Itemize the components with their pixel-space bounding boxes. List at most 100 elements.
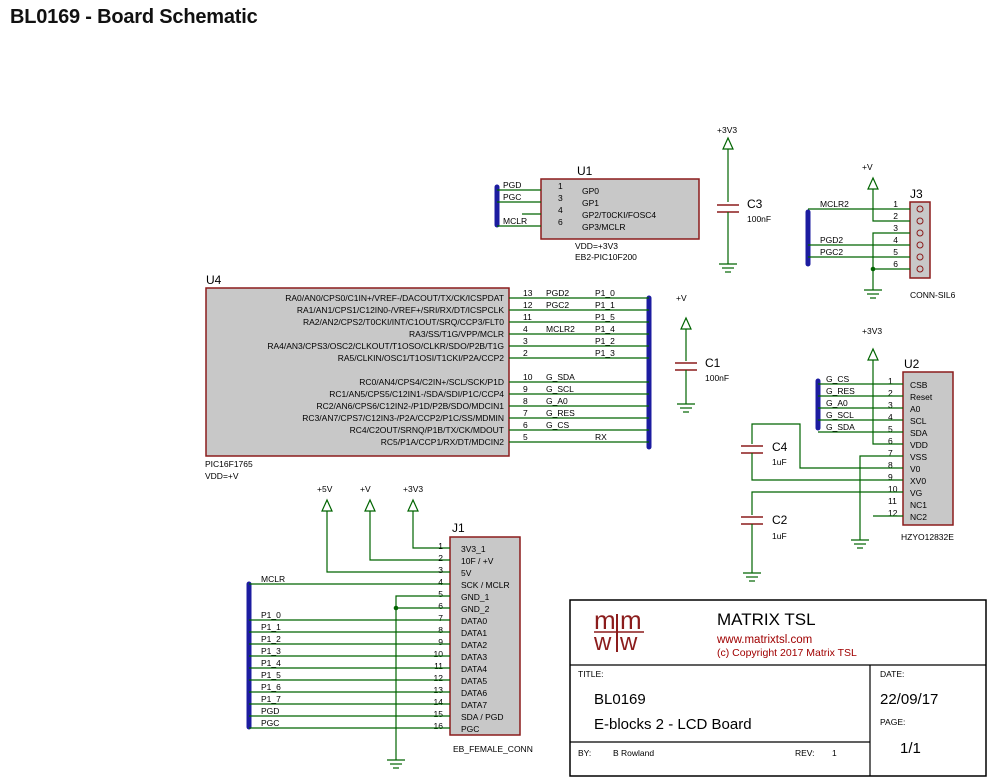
j1-pwr-wire [412, 511, 450, 549]
u1-pin-number: 3 [558, 193, 563, 203]
power-arrow-icon [364, 498, 376, 512]
u4-pin-name: RC0/AN4/CPS4/C2IN+/SCL/SCK/P1D [359, 377, 504, 387]
j3-body [909, 201, 931, 279]
ground-icon [719, 263, 737, 273]
net-label: P1_3 [595, 348, 615, 358]
u2-pin-name: XV0 [910, 476, 926, 486]
u4-pin-name: RA2/AN2/CPS2/T0CKI/INT/C1OUT/SRQ/CCP3/FL… [303, 317, 504, 327]
c2-value: 1uF [772, 531, 787, 541]
u2-pin-name: A0 [910, 404, 921, 414]
net-label: PGC [261, 718, 279, 728]
net-label: P1_4 [595, 324, 615, 334]
u2-pin-number: 9 [888, 472, 893, 482]
j1-pin-number: 16 [434, 721, 444, 731]
c3-value: 100nF [747, 214, 771, 224]
rev-label: REV: [795, 748, 815, 758]
j1-pin-number: 5 [438, 589, 443, 599]
c4-value: 1uF [772, 457, 787, 467]
net-label: G_SDA [826, 422, 855, 432]
j3-pin-socket [916, 217, 924, 225]
net-label: P1_4 [261, 658, 281, 668]
u4-pin-name: RA1/AN1/CPS1/C12IN0-/VREF+/SRI/RX/DT/ICS… [297, 305, 504, 315]
j1-pin-name: 10F / +V [461, 556, 494, 566]
j3-pin-socket [916, 241, 924, 249]
j3-pin-socket [916, 253, 924, 261]
net-label: P1_0 [261, 610, 281, 620]
j1-pin-number: 9 [438, 637, 443, 647]
net-label: PGC2 [546, 300, 569, 310]
board-subtitle: E-blocks 2 - LCD Board [594, 716, 752, 733]
u4-ref: U4 [206, 273, 222, 287]
u2-pin-number: 1 [888, 376, 893, 386]
u2-pin-name: SDA [910, 428, 928, 438]
title-label: TITLE: [578, 669, 604, 679]
j3-vplus-wire [872, 189, 910, 222]
u2-pin-name: Reset [910, 392, 933, 402]
c4-wire [751, 453, 903, 481]
j1-pin-name: DATA1 [461, 628, 487, 638]
net-label: G_CS [826, 374, 849, 384]
u4-pin-name: RA5/CLKIN/OSC1/T1OSI/T1CKI/P2A/CCP2 [338, 353, 505, 363]
u4-pin-number: 7 [523, 408, 528, 418]
u2-pin-name: V0 [910, 464, 921, 474]
c3-ref: C3 [747, 197, 763, 211]
net-label: P1_5 [595, 312, 615, 322]
ground-icon [743, 572, 761, 582]
junction-dot [393, 605, 399, 611]
net-label: P1_2 [595, 336, 615, 346]
c4-ref: C4 [772, 440, 788, 454]
copyright: (c) Copyright 2017 Matrix TSL [717, 647, 857, 659]
board-title: BL0169 [594, 691, 646, 708]
u1-pin-number: 6 [558, 217, 563, 227]
c3-power-label: +3V3 [717, 125, 737, 135]
net-label: MCLR2 [546, 324, 575, 334]
u4-pin-number: 5 [523, 432, 528, 442]
j1-gnd-wire [395, 595, 450, 760]
j1-pin-name: DATA7 [461, 700, 487, 710]
j1-pin-number: 3 [438, 565, 443, 575]
u4-body [205, 287, 510, 457]
j1-pin-number: 8 [438, 625, 443, 635]
u4-pin-name: RC1/AN5/CPS5/C12IN1-/SDA/SDI/P1C/CCP4 [329, 389, 504, 399]
j1-pin-number: 13 [434, 685, 444, 695]
j1-pin-number: 1 [438, 541, 443, 551]
j1-pin-name: 5V [461, 568, 472, 578]
u2-vdd-wire [872, 360, 903, 445]
u4-pin-number: 3 [523, 336, 528, 346]
j1-part: EB_FEMALE_CONN [453, 744, 533, 754]
u2-pin-number: 3 [888, 400, 893, 410]
j1-pin-name: DATA5 [461, 676, 487, 686]
net-label: MCLR [503, 216, 527, 226]
net-label: G_RES [826, 386, 855, 396]
j3-pin-number: 5 [893, 247, 898, 257]
j1-pin-number: 7 [438, 613, 443, 623]
ground-icon [387, 759, 405, 769]
u2-pin-number: 8 [888, 460, 893, 470]
u1-ref: U1 [577, 164, 593, 178]
j3-pin-number: 6 [893, 259, 898, 269]
j1-ref: J1 [452, 521, 465, 535]
u4-pin-name: RC5/P1A/CCP1/RX/DT/MDCIN2 [381, 437, 505, 447]
u2-pin-number: 6 [888, 436, 893, 446]
j3-pin-socket [916, 265, 924, 273]
junction-dot [870, 266, 876, 272]
u4-pin-number: 13 [523, 288, 533, 298]
u4-pin-number: 11 [523, 312, 532, 322]
net-label: G_SDA [546, 372, 575, 382]
u2-pin-name: NC2 [910, 512, 927, 522]
net-label: RX [595, 432, 607, 442]
u4-part: PIC16F1765 [205, 459, 253, 469]
j1-pwr-wire [326, 511, 450, 573]
u2-pin-number: 2 [888, 388, 893, 398]
net-label: P1_1 [261, 622, 281, 632]
u2-pin-name: VSS [910, 452, 927, 462]
j1-pin-number: 15 [434, 709, 444, 719]
j1-pin-name: 3V3_1 [461, 544, 486, 554]
u2-body [902, 371, 954, 526]
net-label: PGD [503, 180, 521, 190]
j3-part: CONN-SIL6 [910, 290, 956, 300]
j1-pin-name: DATA2 [461, 640, 487, 650]
net-label: MCLR2 [820, 199, 849, 209]
page-title: BL0169 - Board Schematic [10, 6, 258, 28]
